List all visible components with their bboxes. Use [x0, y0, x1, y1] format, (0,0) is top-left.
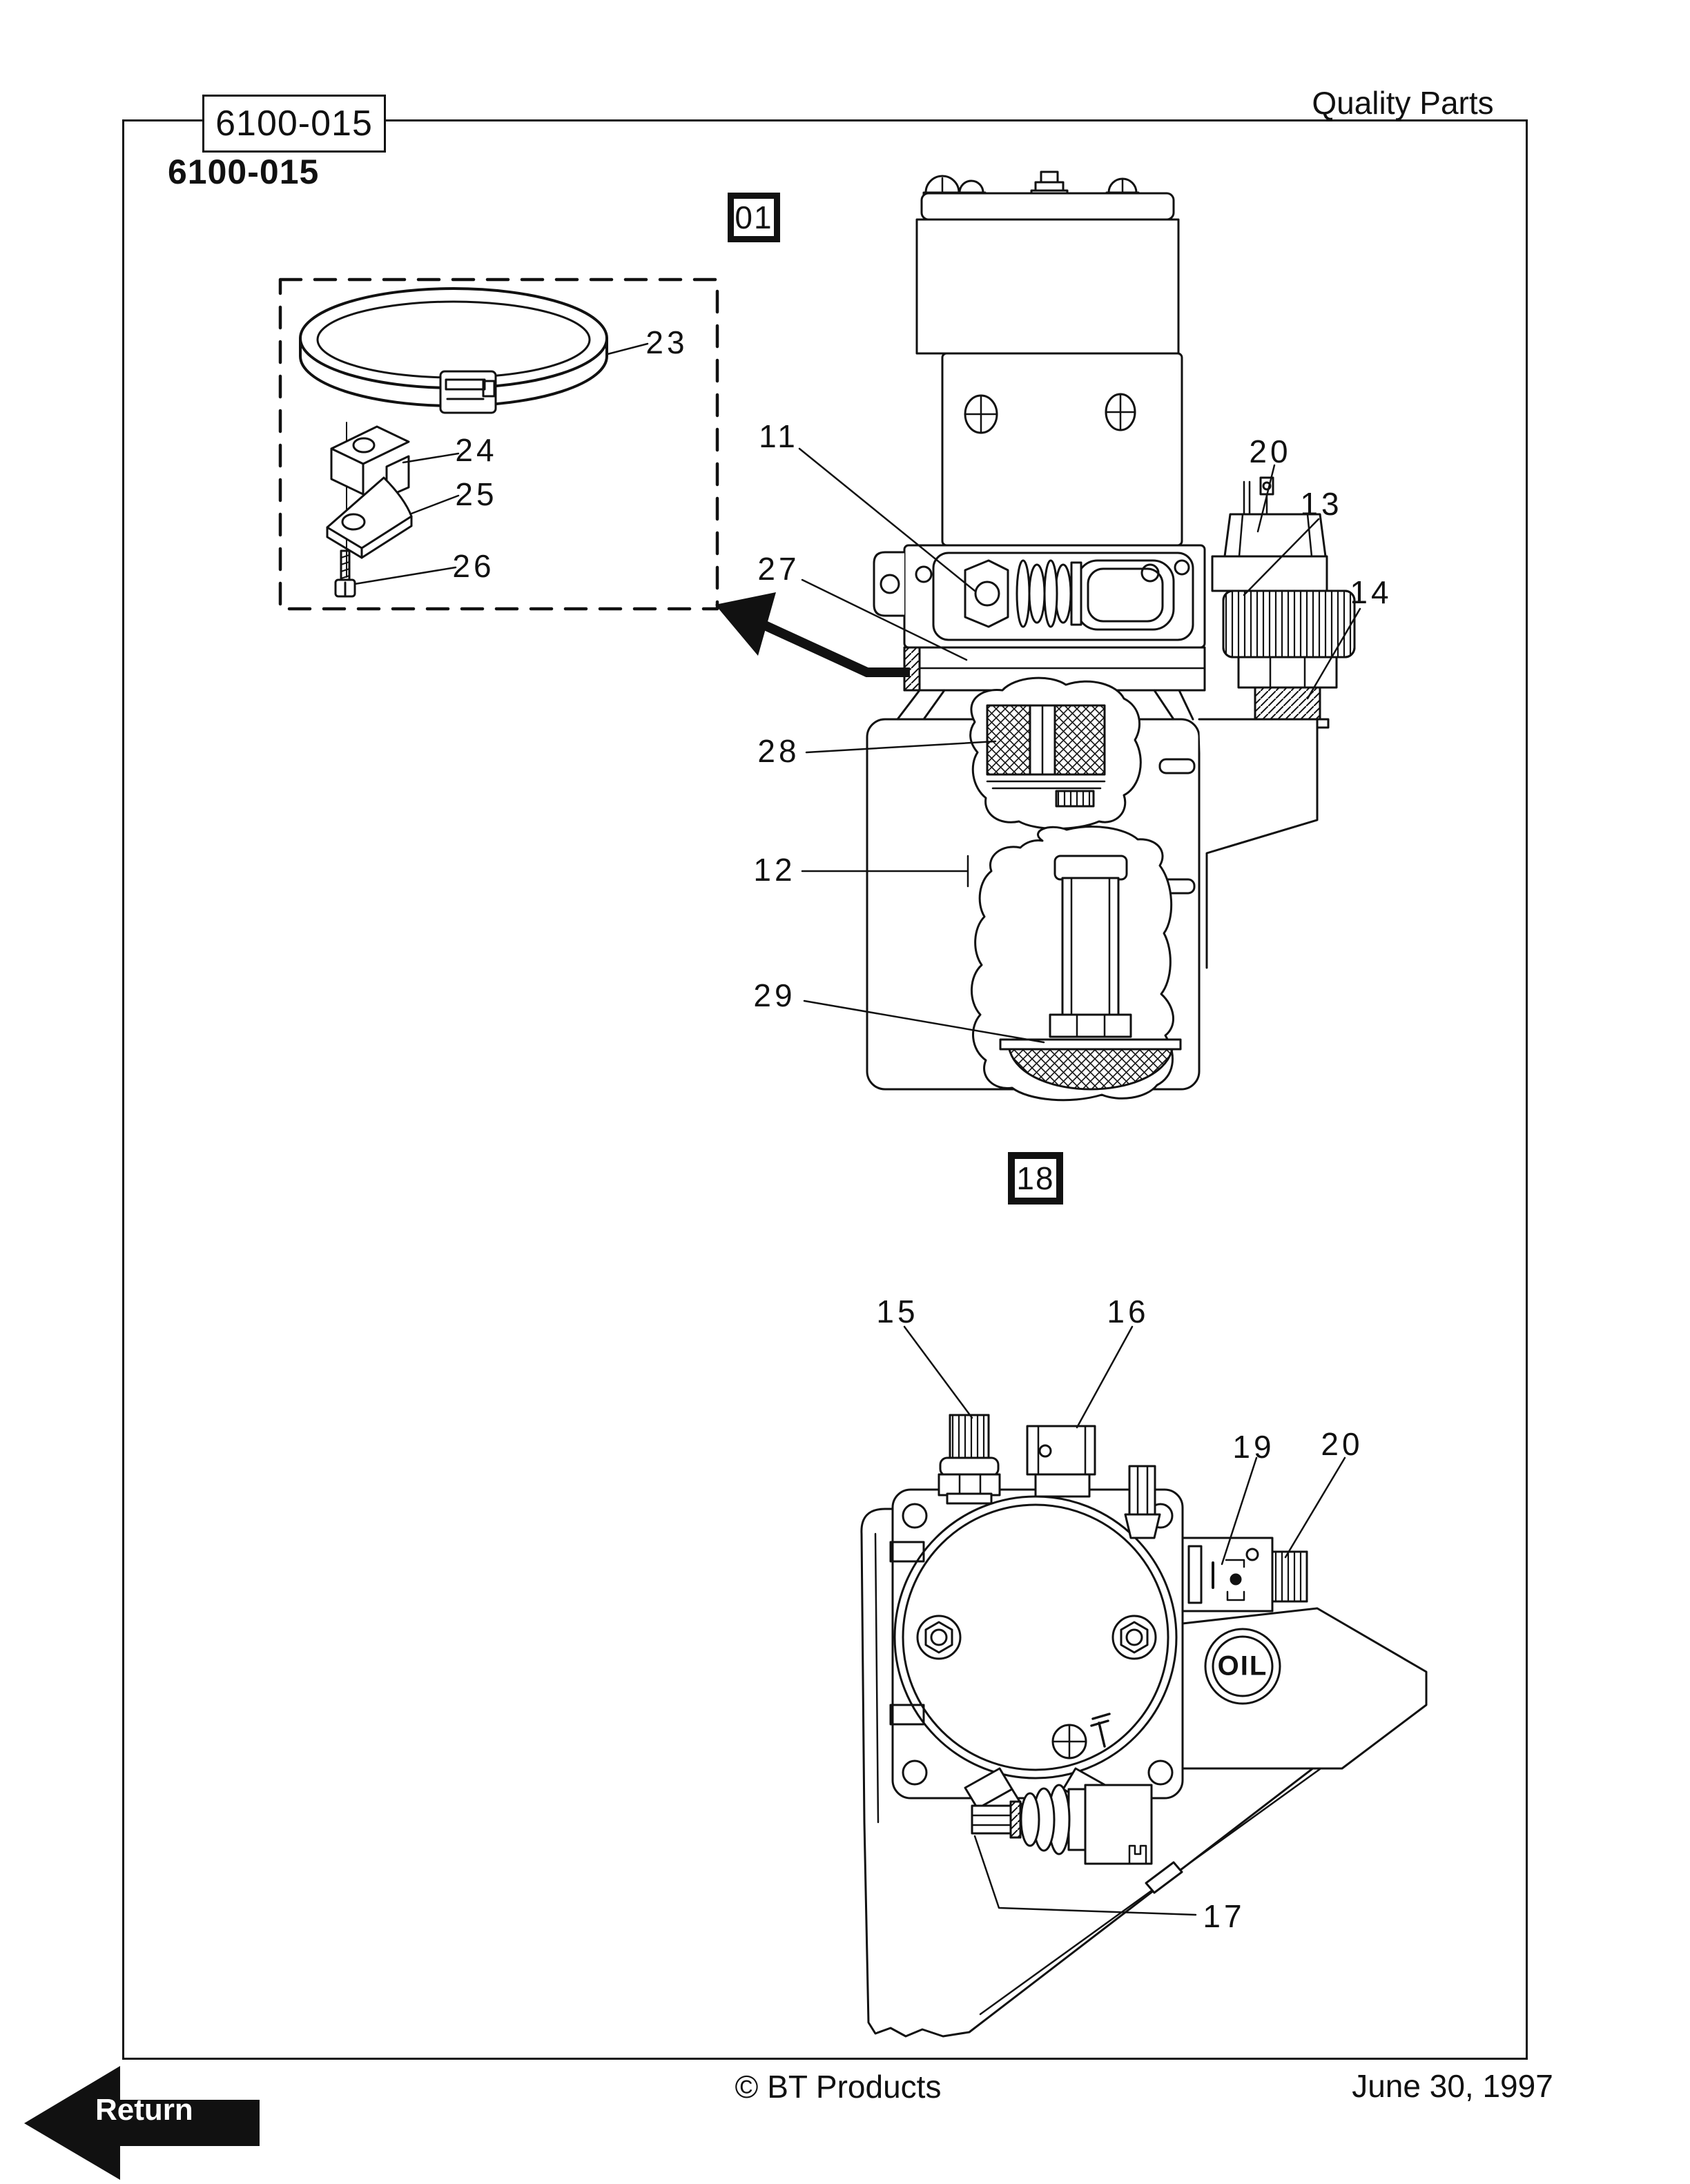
part-callout-25: 25	[455, 476, 498, 512]
doc-number-box-label: 6100-015	[215, 104, 373, 144]
figure-ref-01: 01	[728, 193, 780, 242]
figure-ref-01-label: 01	[735, 199, 773, 235]
header-quality-parts: Quality Parts	[1312, 85, 1494, 121]
oil-badge-label: OIL	[1217, 1650, 1268, 1681]
part-callout-20-bottom: 20	[1321, 1426, 1363, 1462]
part-callout-17: 17	[1203, 1898, 1245, 1934]
part-callout-24: 24	[455, 432, 498, 468]
page-border	[122, 119, 1528, 2060]
footer-date: June 30, 1997	[1352, 2068, 1553, 2104]
part-callout-29: 29	[753, 977, 796, 1013]
part-callout-28: 28	[757, 733, 800, 769]
part-callout-23: 23	[645, 324, 688, 360]
doc-number-box: 6100-015	[202, 95, 386, 153]
return-button-label: Return	[95, 2093, 193, 2127]
part-callout-12: 12	[753, 852, 796, 888]
return-button[interactable]: Return	[21, 2064, 262, 2183]
figure-ref-18-label: 18	[1016, 1160, 1055, 1196]
part-callout-27: 27	[757, 551, 800, 587]
return-arrow-icon	[24, 2066, 260, 2180]
part-callout-14: 14	[1350, 574, 1392, 610]
part-callout-13: 13	[1300, 486, 1343, 522]
part-callout-26: 26	[452, 548, 495, 584]
figure-ref-18: 18	[1008, 1152, 1063, 1205]
footer-copyright: © BT Products	[735, 2069, 942, 2105]
part-callout-19: 19	[1232, 1429, 1275, 1465]
part-callout-20-top: 20	[1249, 433, 1292, 469]
doc-number-heading: 6100-015	[168, 153, 320, 191]
part-callout-16: 16	[1107, 1294, 1149, 1329]
part-callout-15: 15	[876, 1294, 919, 1329]
part-callout-11: 11	[759, 418, 799, 454]
